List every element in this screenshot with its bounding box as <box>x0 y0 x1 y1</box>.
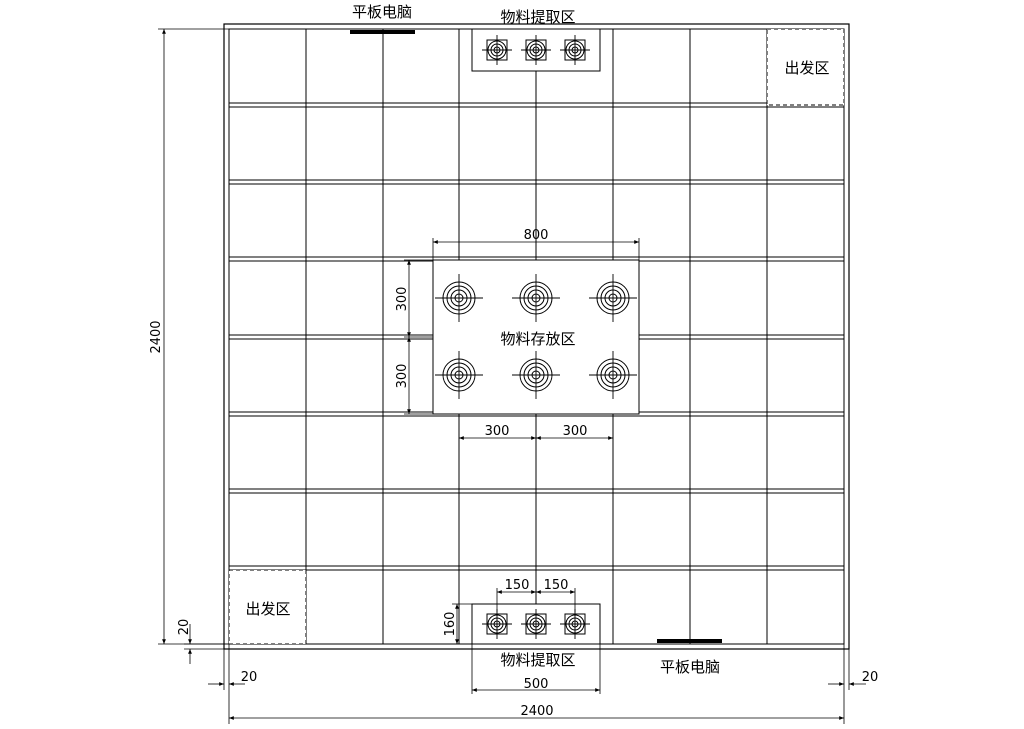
start-zone-bottom-left <box>228 569 307 645</box>
label-storage: 物料存放区 <box>500 330 575 348</box>
dim-pickup-width-label: 500 <box>524 677 549 692</box>
dim-pickup-spacing <box>496 588 576 612</box>
dim-storage-width <box>432 238 640 260</box>
label-pickup-top: 物料提取区 <box>500 8 575 26</box>
dim-overall-height-label: 2400 <box>149 320 164 353</box>
dim-overall-height <box>158 28 229 645</box>
pickup-slot-icon <box>482 609 512 639</box>
label-tablet-bottom: 平板电脑 <box>660 658 720 676</box>
dim-storage-row-upper-label: 300 <box>395 287 410 312</box>
dim-offset-bottom <box>184 624 229 664</box>
dim-storage-rows <box>404 259 433 415</box>
pickup-slot-icon <box>560 609 590 639</box>
dim-offset-right-label: 20 <box>862 670 879 685</box>
pickup-slot-icon <box>560 35 590 65</box>
dim-offset-left-label: 20 <box>241 670 258 685</box>
storage-target-icon <box>512 351 560 399</box>
pickup-slot-icon <box>482 35 512 65</box>
field-outer-frame <box>223 23 850 650</box>
tablet-bar-bottom <box>657 639 722 643</box>
pickup-zone-bottom <box>471 603 601 645</box>
dim-storage-row-lower-label: 300 <box>395 364 410 389</box>
dim-storage-col-left-label: 300 <box>485 424 510 439</box>
storage-target-icon <box>435 274 483 322</box>
storage-target-icon <box>589 274 637 322</box>
dim-storage-cols <box>458 414 614 442</box>
dim-pickup-depth-label: 160 <box>443 612 458 637</box>
dim-storage-width-label: 800 <box>524 228 549 243</box>
pickup-slot-icon <box>521 609 551 639</box>
storage-target-icon <box>512 274 560 322</box>
dim-pickup-spacing-left-label: 150 <box>505 578 530 593</box>
label-tablet-top: 平板电脑 <box>352 3 412 21</box>
tablet-bar-top <box>350 30 415 34</box>
label-start-top-right: 出发区 <box>784 59 829 77</box>
pickup-slot-icon <box>521 35 551 65</box>
dim-pickup-width <box>471 644 601 694</box>
dim-storage-col-right-label: 300 <box>563 424 588 439</box>
dim-offset-right <box>828 649 866 690</box>
dim-offset-left <box>208 649 245 690</box>
dim-pickup-spacing-right-label: 150 <box>544 578 569 593</box>
pickup-zone-top <box>471 28 601 72</box>
dim-overall-width-label: 2400 <box>520 704 553 719</box>
storage-zone <box>432 259 640 415</box>
storage-target-icon <box>435 351 483 399</box>
dim-pickup-depth <box>452 603 472 644</box>
label-start-bottom-left: 出发区 <box>245 600 290 618</box>
dim-offset-bottom-label: 20 <box>177 619 192 636</box>
label-pickup-bottom: 物料提取区 <box>500 651 575 669</box>
start-zone-top-right <box>766 28 845 106</box>
storage-target-icon <box>589 351 637 399</box>
